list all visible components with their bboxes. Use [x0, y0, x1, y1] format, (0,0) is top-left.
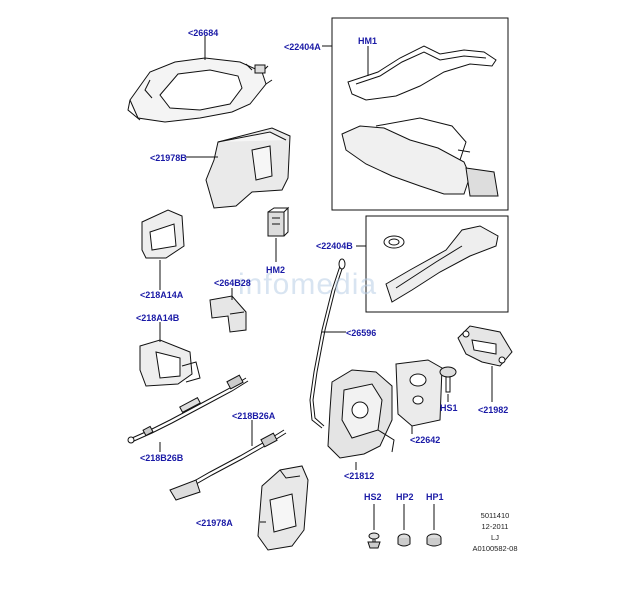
callout-HS1: HS1	[440, 403, 458, 413]
part-22404A-handle	[341, 117, 499, 197]
part-218A14A-cap	[141, 209, 185, 259]
callout-22404B: <22404B	[316, 241, 353, 251]
callout-218B26A: <218B26A	[232, 411, 276, 421]
part-218B26B-cable	[127, 374, 249, 444]
meta-code: A0100582-08	[472, 544, 518, 553]
meta-ref: 5011410	[480, 511, 510, 520]
callout-HS2: HS2	[364, 492, 382, 502]
callout-22404A: <22404A	[284, 42, 321, 52]
box-22404A	[331, 17, 509, 211]
meta-date: 12-2011	[481, 522, 509, 531]
part-HS2-screw	[367, 532, 381, 549]
part-HP1-plug	[426, 533, 442, 547]
part-218A14B-cap	[139, 339, 201, 387]
callout-HM2: HM2	[266, 265, 286, 275]
part-21982-striker	[457, 325, 513, 367]
part-22404B-handle	[383, 225, 499, 303]
meta-initials: LJ	[491, 533, 499, 542]
callout-HP1: HP1	[426, 492, 444, 502]
part-26596-rod	[309, 258, 346, 429]
callout-218A14B: <218A14B	[136, 313, 180, 323]
callout-HP2: HP2	[396, 492, 414, 502]
part-26684-frame	[127, 57, 273, 123]
part-HP2-plug	[397, 533, 411, 547]
callout-21812: <21812	[344, 471, 375, 481]
callout-218A14A: <218A14A	[140, 290, 184, 300]
callout-26684: <26684	[188, 28, 219, 38]
part-21978A-lock	[257, 465, 309, 551]
watermark: infomedia	[238, 268, 378, 301]
part-HS1-screw	[439, 366, 457, 393]
callout-21982: <21982	[478, 405, 509, 415]
part-HM1-gasket	[347, 45, 497, 101]
box-22404B	[365, 215, 509, 313]
part-264B28-bracket	[209, 295, 247, 333]
part-21812-latch	[327, 369, 395, 459]
part-HM2-clip	[267, 206, 290, 237]
part-21978B-shield	[205, 127, 291, 209]
callout-26596: <26596	[346, 328, 377, 338]
callout-22642: <22642	[410, 435, 441, 445]
part-22642-plate	[395, 359, 443, 427]
callout-218B26B: <218B26B	[140, 453, 184, 463]
callout-21978A: <21978A	[196, 518, 233, 528]
part-218B26A-cable	[169, 429, 287, 501]
callout-HM1: HM1	[358, 36, 378, 46]
callout-21978B: <21978B	[150, 153, 187, 163]
callout-264B28: <264B28	[214, 278, 251, 288]
